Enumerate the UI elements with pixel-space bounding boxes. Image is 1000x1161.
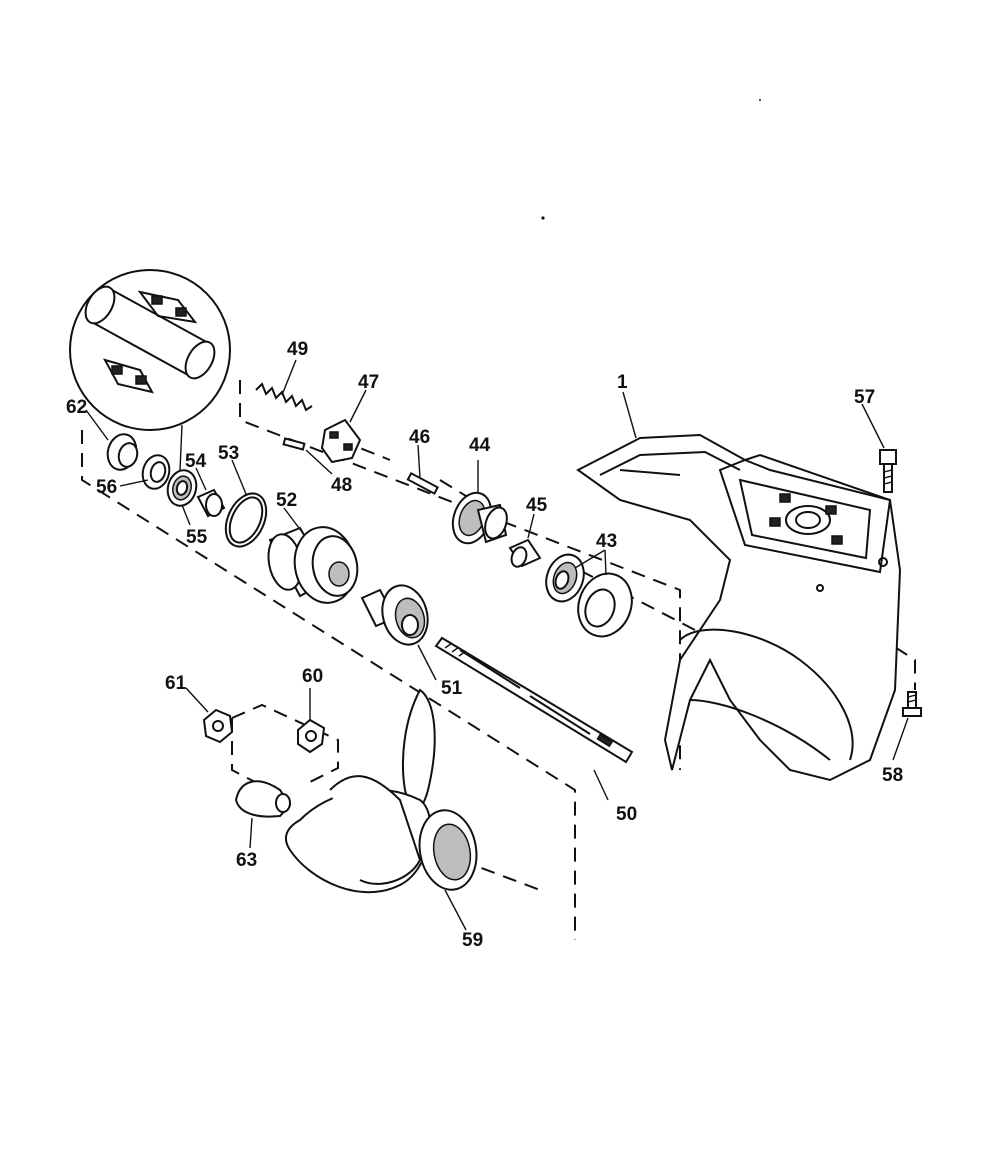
callout-51: 51 <box>441 678 463 699</box>
callout-49: 49 <box>287 339 308 360</box>
callout-47: 47 <box>358 372 379 393</box>
callout-56: 56 <box>96 477 117 498</box>
callout-60: 60 <box>302 666 323 687</box>
callout-59: 59 <box>462 930 483 951</box>
o-ring-53 <box>224 492 268 548</box>
nut-60 <box>297 718 326 754</box>
spinner-63 <box>234 780 292 818</box>
bearing-cup-43 <box>577 572 633 638</box>
bearing-43 <box>545 553 585 603</box>
callout-labels: 1 57 58 43 44 45 46 47 48 49 50 51 52 53… <box>66 339 903 951</box>
washer-56 <box>141 454 171 490</box>
spring-49 <box>255 382 313 412</box>
callout-52: 52 <box>276 490 297 511</box>
callout-43: 43 <box>596 531 617 552</box>
callout-62: 62 <box>66 397 87 418</box>
callout-63: 63 <box>236 850 257 871</box>
screw-58 <box>902 691 922 717</box>
print-specks <box>541 99 761 220</box>
bearing-detail-inset <box>69 269 231 471</box>
gearcase-housing <box>576 433 902 782</box>
pin-48 <box>282 437 306 451</box>
propeller-shaft-50 <box>434 636 634 764</box>
callout-55: 55 <box>186 527 208 548</box>
callout-57: 57 <box>854 387 875 408</box>
callout-45: 45 <box>526 495 548 516</box>
clutch-47 <box>320 418 362 464</box>
callout-46: 46 <box>409 427 430 448</box>
bearing-55 <box>166 469 198 507</box>
bearing-carrier-52 <box>267 526 359 604</box>
callout-54: 54 <box>185 451 207 472</box>
bushing-54 <box>196 488 226 518</box>
callout-1: 1 <box>617 372 628 393</box>
propeller-59 <box>284 688 478 894</box>
callout-61: 61 <box>165 673 187 694</box>
callout-50: 50 <box>616 804 637 825</box>
callout-44: 44 <box>469 435 491 456</box>
sleeve-45 <box>508 538 542 568</box>
seal-62 <box>106 433 139 471</box>
bolt-57 <box>879 449 897 493</box>
pinion-gear-44 <box>451 491 508 545</box>
callout-53: 53 <box>218 443 239 464</box>
nut-61 <box>202 708 234 744</box>
callout-48: 48 <box>331 475 352 496</box>
pin-46 <box>406 471 440 495</box>
callout-58: 58 <box>882 765 903 786</box>
reverse-gear-51 <box>360 584 429 646</box>
leader-lines <box>85 359 909 931</box>
